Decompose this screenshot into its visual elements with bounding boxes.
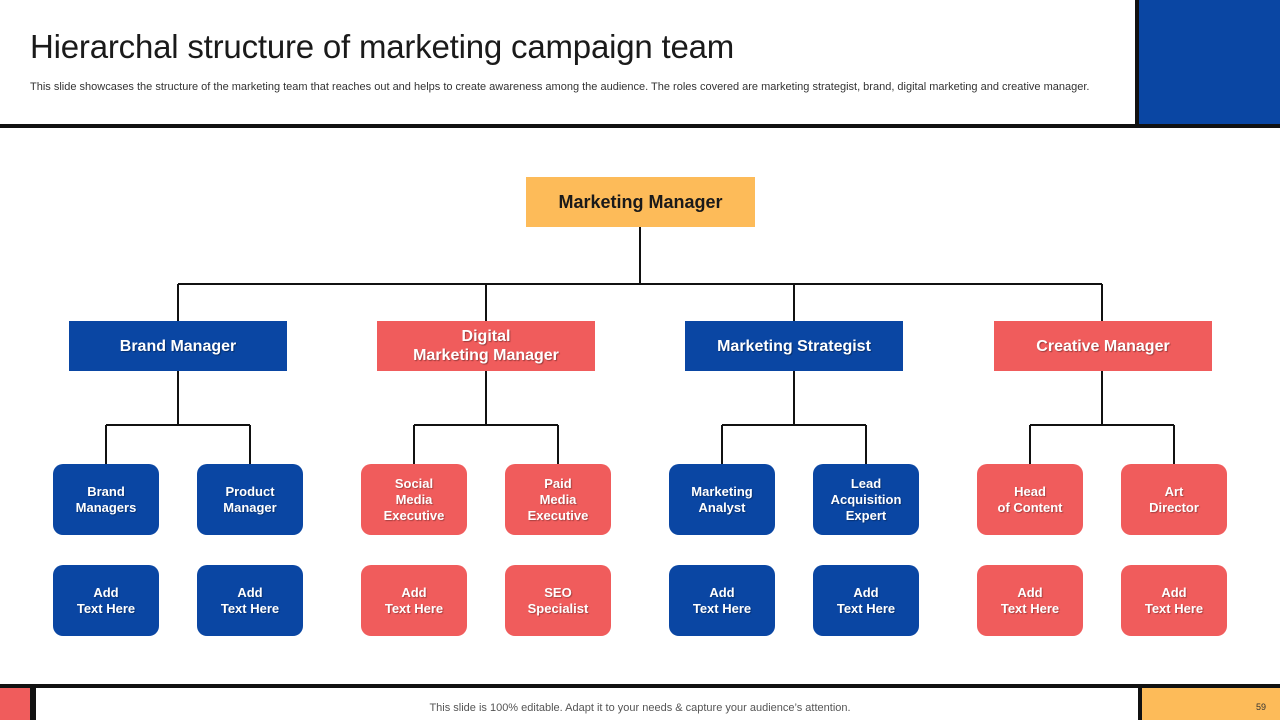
node-product-manager: Product Manager [197,464,303,535]
node-add-text-placeholder: Add Text Here [669,565,775,636]
node-add-text-placeholder: Add Text Here [1121,565,1227,636]
footer-divider [30,688,36,720]
page-number: 59 [1255,702,1266,712]
node-digital-marketing-manager: Digital Marketing Manager [377,321,595,371]
node-head-of-content: Head of Content [977,464,1083,535]
corner-accent-block [1135,0,1280,128]
node-brand-manager: Brand Manager [69,321,287,371]
node-art-director: Art Director [1121,464,1227,535]
node-seo-specialist: SEO Specialist [505,565,611,636]
node-marketing-analyst: Marketing Analyst [669,464,775,535]
page-subtitle: This slide showcases the structure of th… [30,81,1090,93]
node-add-text-placeholder: Add Text Here [53,565,159,636]
node-social-media-executive: Social Media Executive [361,464,467,535]
node-marketing-manager: Marketing Manager [526,177,755,227]
node-paid-media-executive: Paid Media Executive [505,464,611,535]
page-title: Hierarchal structure of marketing campai… [30,28,735,65]
footer-orange-accent [1138,688,1280,720]
footer-note: This slide is 100% editable. Adapt it to… [429,702,851,714]
node-add-text-placeholder: Add Text Here [813,565,919,636]
node-lead-acquisition-expert: Lead Acquisition Expert [813,464,919,535]
node-brand-managers: Brand Managers [53,464,159,535]
node-add-text-placeholder: Add Text Here [977,565,1083,636]
header-divider [0,124,1280,128]
footer-red-accent [0,688,30,720]
node-add-text-placeholder: Add Text Here [197,565,303,636]
node-marketing-strategist: Marketing Strategist [685,321,903,371]
node-add-text-placeholder: Add Text Here [361,565,467,636]
node-creative-manager: Creative Manager [994,321,1212,371]
footer-bar [0,684,1280,720]
